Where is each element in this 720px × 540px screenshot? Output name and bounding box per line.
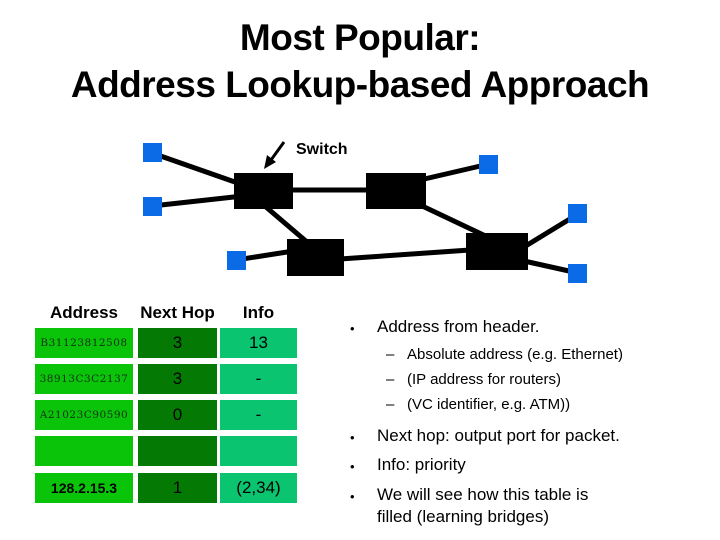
- table-cell-info: -: [220, 364, 297, 394]
- bullet-icon: •: [350, 489, 355, 504]
- table-cell-next-hop: 3: [138, 328, 217, 358]
- table-cell-address: 38913C3C2137: [35, 364, 133, 394]
- table-cell-info: 13: [220, 328, 297, 358]
- switch-label: Switch: [296, 141, 348, 158]
- table-cell-next-hop: 3: [138, 364, 217, 394]
- slide-title: Most Popular: Address Lookup-based Appro…: [0, 14, 720, 108]
- network-link: [339, 247, 471, 262]
- bullet-text: Absolute address (e.g. Ethernet): [407, 346, 623, 363]
- bullet-icon: •: [350, 459, 355, 474]
- switch-1-node: [234, 173, 293, 209]
- slide-title-line2: Address Lookup-based Approach: [70, 64, 650, 105]
- column-header-info: Info: [242, 303, 275, 322]
- bullet-list: • Address from header. – Absolute addres…: [335, 316, 713, 528]
- slide-title-line1: Most Popular:: [239, 17, 481, 58]
- bullet-item: • Next hop: output port for packet.: [335, 425, 713, 447]
- table-cell-info: (2,34): [220, 473, 297, 503]
- table-cell-next-hop: 0: [138, 400, 217, 430]
- host-6-node: [568, 264, 587, 283]
- host-4-node: [479, 155, 498, 174]
- switch-pointer-arrow-line: [269, 141, 286, 161]
- bullet-item: • Address from header.: [335, 316, 713, 338]
- switch-4-node: [466, 233, 528, 270]
- host-1-node: [143, 143, 162, 162]
- bullet-item: • We will see how this table is filled (…: [335, 484, 713, 528]
- bullet-text-line1: We will see how this table is: [377, 485, 589, 504]
- table-cell-info: [220, 436, 297, 466]
- switch-pointer-arrowhead-icon: [264, 155, 276, 169]
- dash-icon: –: [386, 396, 395, 413]
- bullet-text-line2: filled (learning bridges): [377, 507, 549, 526]
- dash-icon: –: [386, 371, 395, 388]
- column-header-next-hop: Next Hop: [140, 303, 215, 322]
- table-cell-address: B31123812508: [35, 328, 133, 358]
- sub-bullet-item: – (IP address for routers): [335, 370, 713, 390]
- network-link: [419, 161, 490, 183]
- bullet-text: Info: priority: [377, 455, 466, 474]
- sub-bullet-item: – Absolute address (e.g. Ethernet): [335, 345, 713, 365]
- column-header-address: Address: [49, 303, 119, 322]
- host-5-node: [568, 204, 587, 223]
- bullet-icon: •: [350, 321, 355, 336]
- lookup-table: Address Next Hop Info B31123812508 3 13 …: [0, 300, 320, 510]
- bullet-text: Address from header.: [377, 317, 540, 336]
- sub-bullet-item: – (VC identifier, e.g. ATM)): [335, 395, 713, 415]
- table-cell-address: A21023C90590: [35, 400, 133, 430]
- table-cell-address: [35, 436, 133, 466]
- host-3-node: [227, 251, 246, 270]
- host-2-node: [143, 197, 162, 216]
- switch-3-node: [287, 239, 344, 276]
- table-cell-next-hop: 1: [138, 473, 217, 503]
- dash-icon: –: [386, 346, 395, 363]
- bullet-text: (VC identifier, e.g. ATM)): [407, 396, 571, 413]
- bullet-icon: •: [350, 430, 355, 445]
- bullet-text: Next hop: output port for packet.: [377, 426, 620, 445]
- table-cell-next-hop: [138, 436, 217, 466]
- network-diagram: Switch: [143, 141, 587, 283]
- switch-2-node: [366, 173, 426, 209]
- table-cell-info: -: [220, 400, 297, 430]
- bullet-text: (IP address for routers): [407, 371, 561, 388]
- bullet-item: • Info: priority: [335, 454, 713, 476]
- table-cell-address: 128.2.15.3: [35, 473, 133, 503]
